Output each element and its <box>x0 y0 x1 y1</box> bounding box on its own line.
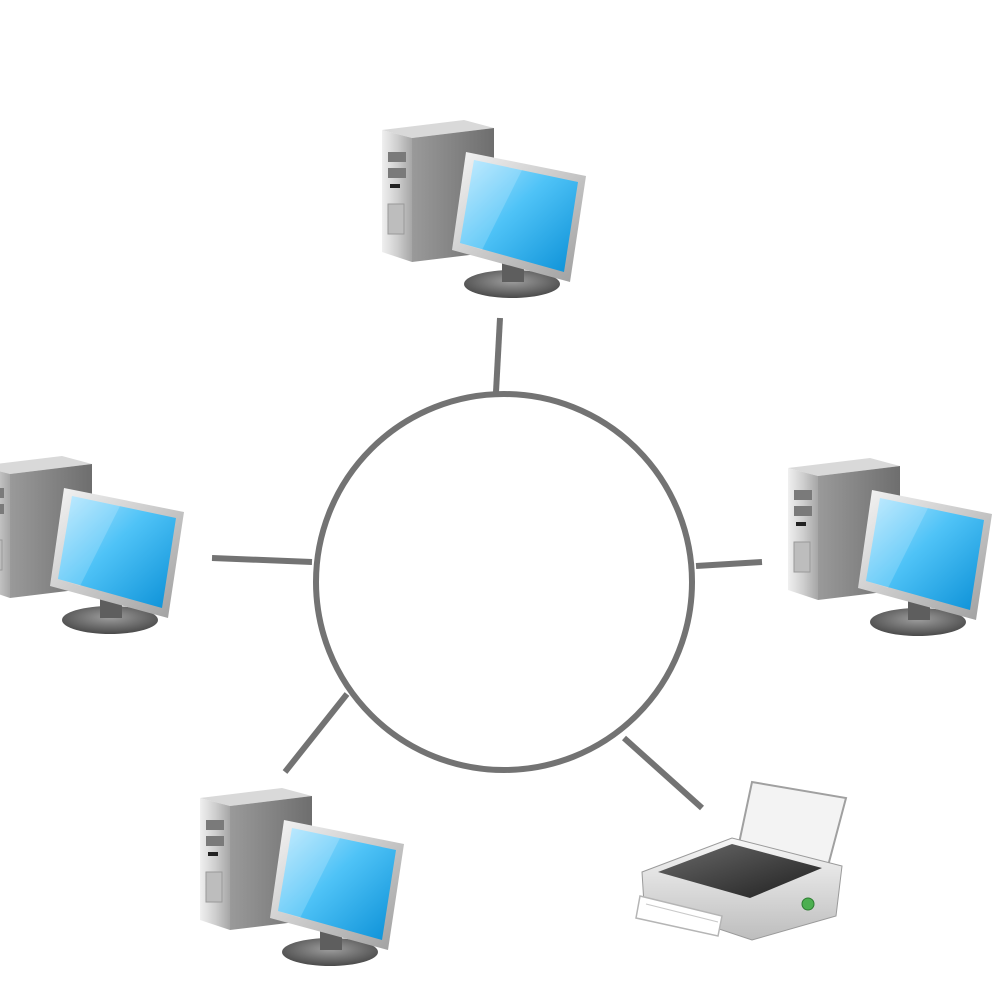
node-top[interactable] <box>381 119 587 299</box>
node-bottom-left[interactable] <box>199 787 405 967</box>
desktop-computer-icon <box>199 787 405 967</box>
desktop-computer-icon <box>787 457 993 637</box>
printer-icon <box>635 781 847 941</box>
node-right[interactable] <box>787 457 993 637</box>
desktop-computer-icon <box>381 119 587 299</box>
node-left[interactable] <box>0 455 185 635</box>
link-left <box>211 555 313 565</box>
link-right <box>695 559 763 569</box>
ring-backbone <box>313 391 695 773</box>
link-top <box>493 317 503 393</box>
node-bottom-right[interactable] <box>635 781 847 941</box>
link-bottom-left <box>282 692 350 774</box>
desktop-computer-icon <box>0 455 185 635</box>
link-bottom-right <box>621 735 705 811</box>
